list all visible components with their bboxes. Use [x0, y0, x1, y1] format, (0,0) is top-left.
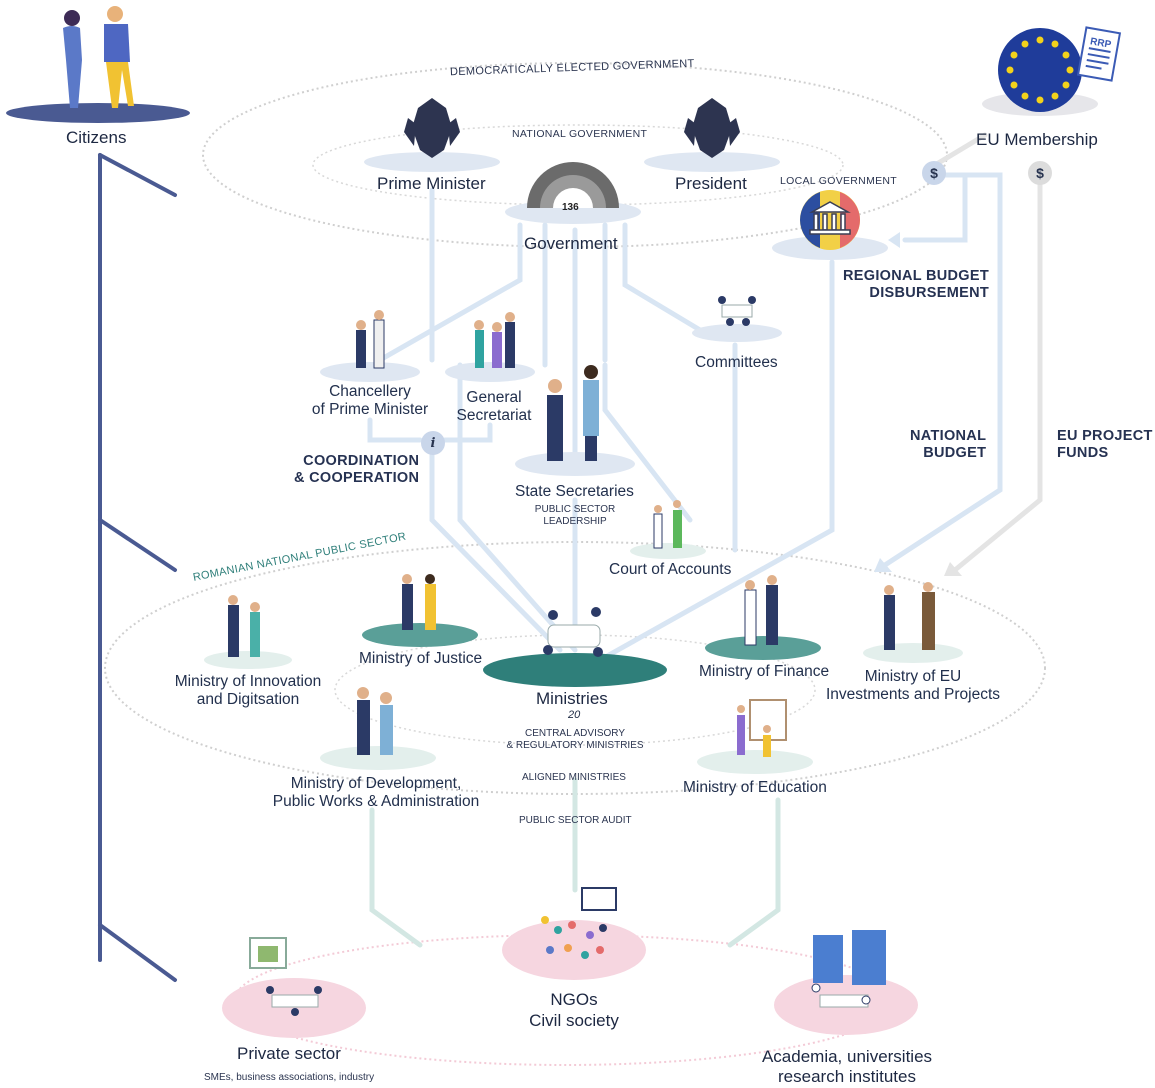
parliament-hemicycle-icon: [505, 162, 641, 224]
finance-figures: [744, 575, 778, 646]
president-label: President: [675, 174, 747, 193]
committees-label: Committees: [695, 354, 778, 371]
innovation-platform: [204, 651, 292, 669]
local-government-label: LOCAL GOVERNMENT: [780, 175, 898, 187]
society-links: [369, 777, 781, 948]
ministries-label: Ministries: [536, 689, 608, 708]
public-sector-ring-outer: [104, 541, 1046, 795]
eu-fund-lines: [932, 132, 1043, 573]
citizens-platform: [6, 103, 190, 123]
committees-figures: [718, 296, 756, 326]
citizens-label: Citizens: [66, 128, 127, 147]
academia-lab-figures: [811, 930, 886, 1008]
aligned-ministries-label: ALIGNED MINISTRIES: [522, 772, 626, 783]
finance-platform: [705, 636, 821, 660]
national-government-label: NATIONAL GOVERNMENT: [512, 128, 648, 140]
education-figures: [737, 699, 787, 757]
private-sector-label: Private sector: [237, 1044, 341, 1063]
private-sector-sub-label: SMEs, business associations, industry: [204, 1072, 375, 1083]
education-platform: [697, 750, 813, 774]
flow-lines: [367, 172, 1003, 663]
national-arrow: [874, 558, 892, 572]
ministries-meeting-figures: [543, 607, 603, 657]
dollar-eu-icon: $: [1028, 161, 1052, 185]
ministry-education-label: Ministry of Education: [683, 779, 827, 796]
court-of-accounts-label: Court of Accounts: [609, 561, 732, 578]
citizens-bracket: [98, 153, 177, 982]
justice-figures: [402, 574, 436, 630]
dollar-national-icon: $: [922, 161, 946, 185]
chancellery-platform: [320, 362, 420, 382]
eu-membership-label: EU Membership: [976, 130, 1098, 149]
central-ministries-label: CENTRAL ADVISORY& REGULATORY MINISTRIES: [506, 728, 644, 751]
regional-arrow: [888, 232, 900, 248]
national-government-ring: [312, 124, 844, 206]
coordination-label: COORDINATION& COOPERATION: [294, 453, 420, 486]
info-badge-icon[interactable]: i: [421, 431, 445, 455]
private-platform: [222, 978, 366, 1038]
court-figures: [653, 500, 682, 549]
coat-of-arms-icon-pm: [364, 98, 500, 172]
innovation-figures: [228, 595, 260, 657]
state-secretaries-platform: [515, 452, 635, 476]
local-government-building-icon: [772, 190, 888, 260]
eu-arrow: [944, 562, 962, 576]
ministry-finance-label: Ministry of Finance: [699, 663, 830, 680]
private-meeting-figures: [249, 937, 322, 1016]
eu-flag-icon: [982, 28, 1098, 116]
state-secretaries-figures: [547, 365, 599, 461]
ministry-justice-label: Ministry of Justice: [359, 650, 483, 667]
development-platform: [320, 746, 436, 770]
justice-platform: [362, 623, 478, 647]
ngo-platform: [502, 920, 646, 980]
eu-investments-platform: [863, 643, 963, 663]
citizens-figures: [63, 6, 134, 108]
ministry-development-label: Ministry of Development,Public Works & A…: [272, 775, 480, 810]
coat-of-arms-icon-president: [644, 98, 780, 172]
chancellery-figures: [356, 310, 385, 369]
ministries-count: 20: [568, 709, 581, 721]
court-platform: [630, 543, 706, 559]
public-sector-audit-label: PUBLIC SECTOR AUDIT: [519, 815, 632, 826]
secretariat-figures: [474, 312, 515, 368]
public-sector-ring-inner: [334, 634, 816, 746]
eu-investments-figures: [884, 582, 935, 650]
secretariat-platform: [445, 362, 535, 382]
ministries-platform: [483, 653, 667, 687]
development-figures: [357, 687, 393, 755]
state-secretaries-label: State Secretaries: [515, 483, 634, 500]
prime-minister-label: Prime Minister: [377, 174, 486, 193]
rrp-document-icon: [1076, 26, 1122, 82]
seats-count: 136: [562, 202, 579, 213]
committees-platform: [692, 324, 782, 342]
government-label: Government: [524, 234, 618, 253]
ngo-crowd-figures: [541, 887, 617, 959]
